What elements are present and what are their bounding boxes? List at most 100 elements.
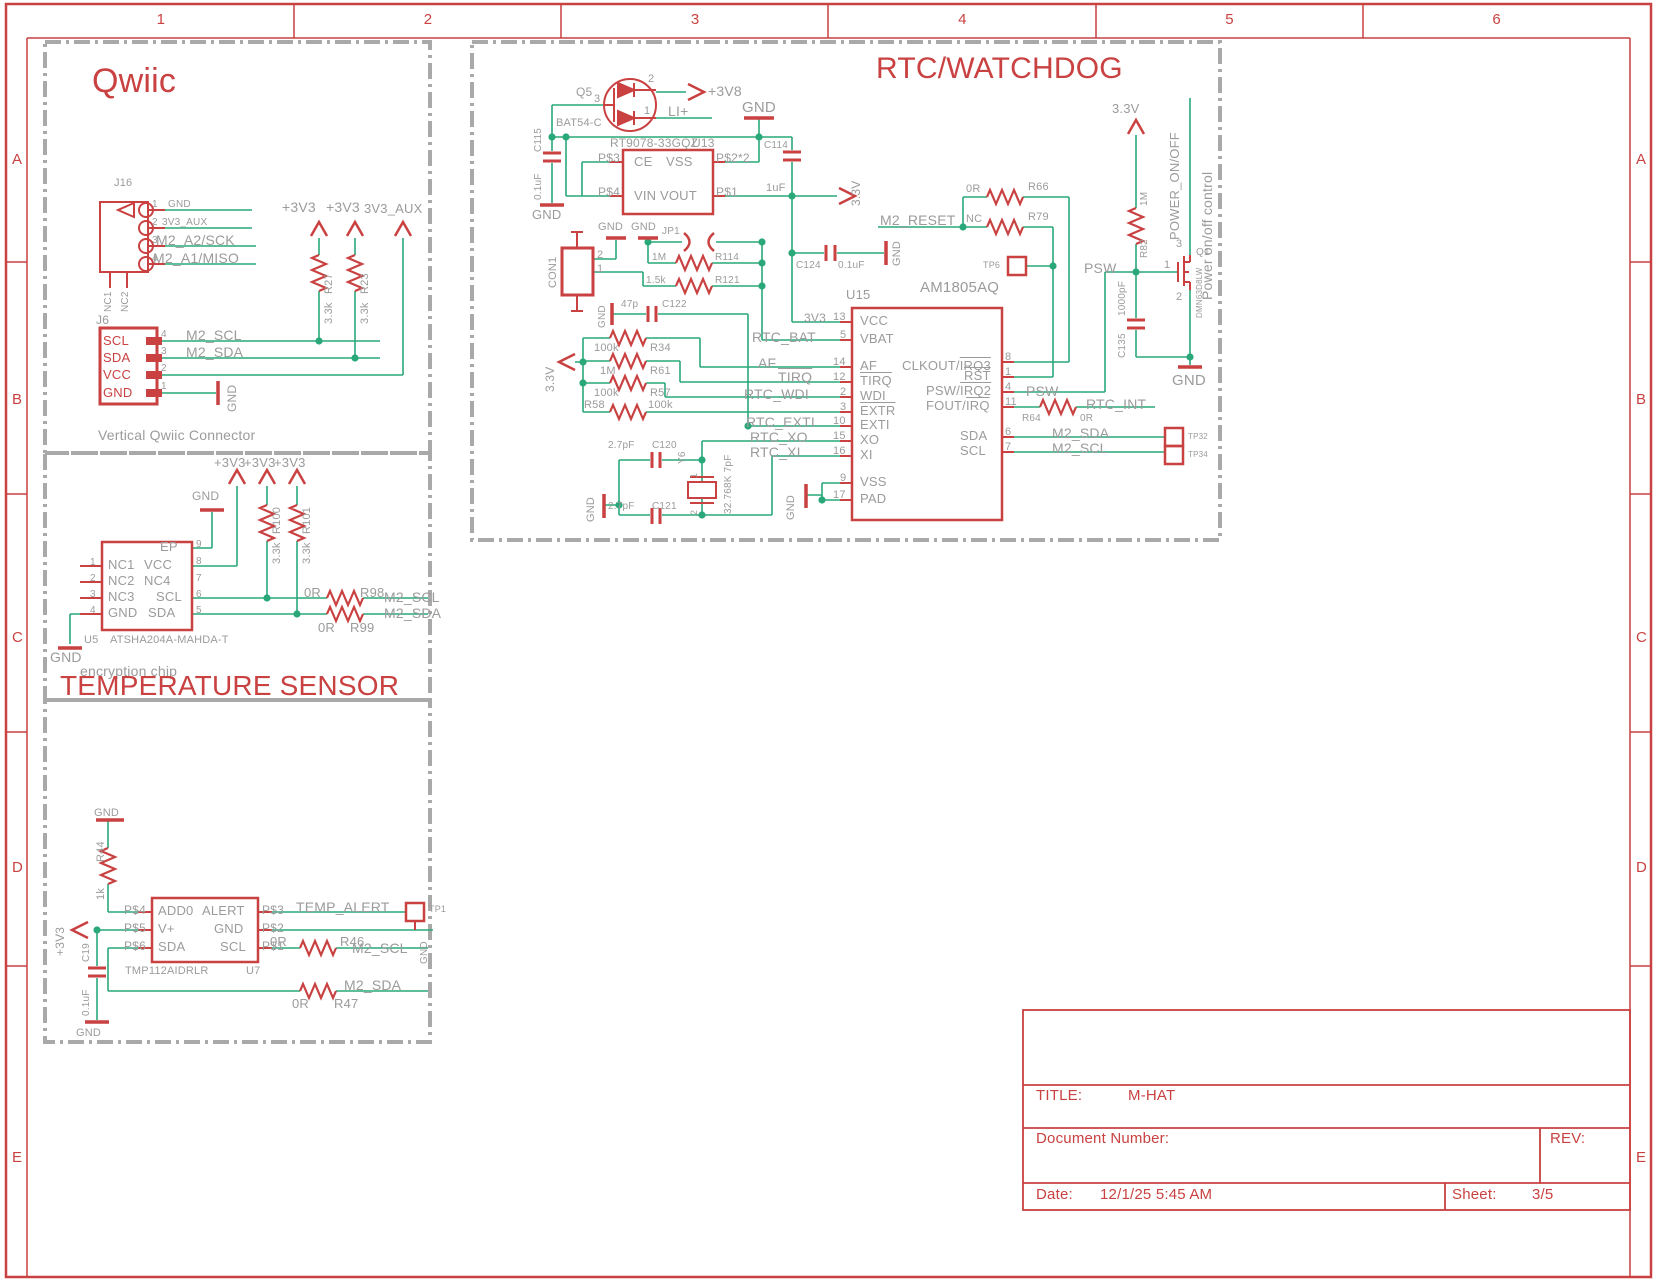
r46-val: 0R xyxy=(270,934,288,949)
r99-val: 0R xyxy=(318,620,336,635)
r47-ref: R47 xyxy=(334,996,359,1011)
u7-ref: U7 xyxy=(246,965,261,977)
net-3v8: +3V8 xyxy=(708,83,742,99)
u15-psw: PSW/IRQ2 xyxy=(926,383,992,398)
q1-ref: Q1 xyxy=(1196,247,1210,258)
u15-body xyxy=(850,306,1004,522)
u15-tirq: TIRQ xyxy=(860,373,892,388)
q5-ref: Q5 xyxy=(576,85,593,99)
r46-ref: R46 xyxy=(340,934,365,949)
r23-ref: R23 xyxy=(359,273,371,294)
junction-dots xyxy=(93,133,1194,934)
qwiic-section-title: Qwiic xyxy=(92,62,177,100)
net-psw-q1: PSW xyxy=(1084,260,1117,276)
j6-pin2: 2 xyxy=(161,363,167,374)
u5-pin6: 6 xyxy=(196,589,202,600)
arrow-3v3aux xyxy=(393,219,413,237)
border-column-3: 3 xyxy=(690,11,700,28)
net-plus3v3-b: +3V3 xyxy=(326,199,360,215)
arrow-3v3-r23 xyxy=(345,219,365,237)
j16-nc2: NC2 xyxy=(120,291,131,312)
u15-val: AM1805AQ xyxy=(920,279,1000,296)
r61-val: 1M xyxy=(600,365,616,377)
border-row-B-left: B xyxy=(12,391,23,408)
con1-ref: CON1 xyxy=(547,256,559,288)
net-rtc-exti: RTC_EXTI xyxy=(746,414,816,430)
temp-gnd-top: GND xyxy=(94,807,120,819)
c114-val: 1uF xyxy=(766,182,786,194)
con1-pin2: 2 xyxy=(597,249,604,261)
c124 xyxy=(824,245,837,261)
tp32-testpoint xyxy=(1163,426,1185,448)
j6-pin-pads xyxy=(146,337,162,397)
u13-vout: VOUT xyxy=(660,188,697,203)
capacitors xyxy=(88,150,1145,978)
tb-rev-label: REV: xyxy=(1550,1130,1586,1147)
net-rtc-wdi: RTC_WDI xyxy=(744,386,809,402)
net-m2-sda-rtc: M2_SDA xyxy=(1052,425,1110,441)
u15-pin14: 14 xyxy=(833,356,846,368)
r58-val: 100k xyxy=(648,399,673,411)
q5-val: BAT54-C xyxy=(556,117,602,129)
c19-val: 0.1uF xyxy=(81,989,92,1016)
u5-pin3: 3 xyxy=(90,589,96,600)
r47 xyxy=(298,981,338,1001)
c135-ref: C135 xyxy=(1117,333,1128,358)
r98-val: 0R xyxy=(304,585,322,600)
u7-p6: P$6 xyxy=(124,939,146,953)
c122-ref: C122 xyxy=(662,299,687,310)
u7-p4: P$4 xyxy=(124,903,146,917)
r101-val: 3.3k xyxy=(301,542,313,564)
net-m2-sda-j6: M2_SDA xyxy=(186,344,244,360)
u15-vss: VSS xyxy=(860,474,887,489)
u15-af: AF xyxy=(860,358,878,373)
c124-val: 0.1uF xyxy=(838,260,865,271)
net-m2-reset: M2_RESET xyxy=(880,212,956,228)
enc-3v3-c: +3V3 xyxy=(274,455,306,470)
tb-title-value: M-HAT xyxy=(1128,1087,1176,1104)
r101-ref: R101 xyxy=(301,506,313,534)
tb-date-value: 12/1/25 5:45 AM xyxy=(1100,1186,1213,1203)
u5-ref: U5 xyxy=(84,634,99,646)
u15-pin16: 16 xyxy=(833,445,846,457)
r114-ref: R114 xyxy=(715,252,739,263)
u13-p4: P$4 xyxy=(598,185,620,199)
net-3v3aux-arrow: 3V3_AUX xyxy=(364,201,423,216)
border-column-4: 4 xyxy=(958,11,967,28)
net-psw-pin4: PSW xyxy=(1026,383,1059,399)
tb-title-label: TITLE: xyxy=(1036,1087,1083,1104)
qwiic-section-box xyxy=(43,40,432,455)
gnd-j6: GND xyxy=(225,384,239,412)
net-m2-a1-miso: M2_A1/MISO xyxy=(153,250,240,266)
tp6-testpoint xyxy=(1006,255,1028,277)
jp1-gnd-a: GND xyxy=(598,221,624,233)
r57-ref: R57 xyxy=(650,387,671,399)
j6-sda: SDA xyxy=(103,350,131,365)
net-af: AF xyxy=(758,355,777,371)
wires xyxy=(69,91,1191,1020)
resistors xyxy=(98,187,1146,1001)
c135-val: 1000pF xyxy=(1117,280,1128,316)
u15-pad: PAD xyxy=(860,491,887,506)
enc-gnd-bot: GND xyxy=(50,649,82,665)
j6-body xyxy=(98,326,159,406)
u15-fout: FOUT/IRQ xyxy=(926,398,990,413)
u13-p22: P$2*2 xyxy=(716,151,750,165)
net-gnd-j16: GND xyxy=(168,199,191,210)
u5-nc2: NC2 xyxy=(108,573,135,588)
net-3v3aux-j16: 3V3_AUX xyxy=(162,217,208,228)
net-3v3-vout: 3.3V xyxy=(849,180,863,207)
c115-gnd: GND xyxy=(532,207,562,222)
u15-pin1: 1 xyxy=(1005,366,1012,378)
tp6-ref: TP6 xyxy=(983,260,1001,270)
u5-pin1: 1 xyxy=(90,557,96,568)
c120-val: 2.7pF xyxy=(608,440,635,451)
net-m2-scl-temp: M2_SCL xyxy=(352,940,408,956)
con1-pin1: 1 xyxy=(597,263,604,275)
arrow-enc-b xyxy=(257,467,277,485)
r79-val: NC xyxy=(966,213,983,225)
c124-gnd: GND xyxy=(891,240,903,266)
r61-ref: R61 xyxy=(650,365,671,377)
u15-pin8: 8 xyxy=(1005,351,1012,363)
net-rtc-xi: RTC_XI xyxy=(750,444,801,460)
